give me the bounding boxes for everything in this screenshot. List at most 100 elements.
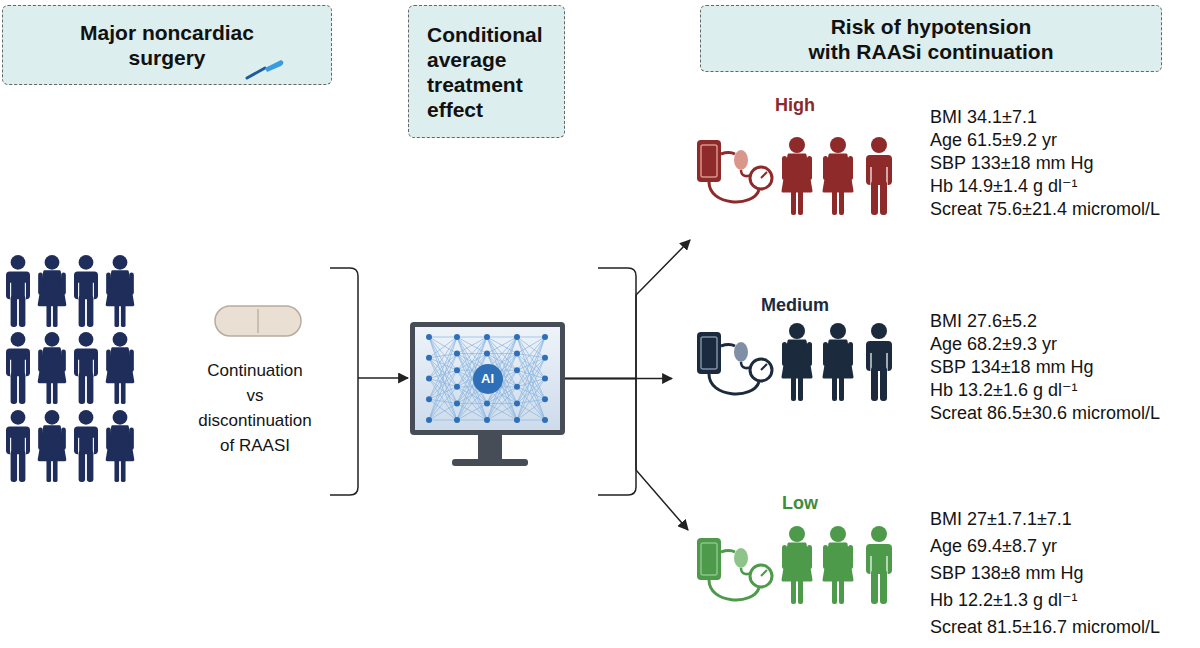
patient-statistic: Screat 81.5±16.7 micromol/L — [930, 616, 1160, 638]
patient-group — [782, 137, 892, 215]
patient-statistic: Age 61.5±9.2 yr — [930, 129, 1057, 151]
network-link — [487, 370, 517, 387]
person-head — [45, 255, 60, 270]
network-link — [429, 337, 457, 338]
scalpel-handle — [247, 68, 265, 78]
network-node — [542, 334, 548, 340]
network-link — [487, 337, 517, 403]
bp-cuff — [697, 332, 721, 374]
person-arm-gap — [25, 283, 26, 300]
network-link — [429, 403, 457, 420]
risk-level-heading: Low — [740, 492, 860, 514]
network-link — [517, 379, 545, 421]
network-link — [429, 354, 457, 420]
network-link — [429, 337, 457, 420]
bp-cuff — [697, 538, 721, 580]
left-bracket — [330, 268, 358, 495]
network-link — [487, 403, 517, 420]
person-dress — [107, 427, 133, 460]
bp-gauge — [750, 167, 772, 189]
bp-bulb — [734, 548, 748, 568]
network-link — [429, 337, 457, 379]
person-head — [871, 526, 887, 542]
person-arm-gap — [78, 438, 79, 455]
network-link — [517, 403, 545, 420]
monitor-base — [452, 459, 528, 466]
person-leg — [839, 189, 844, 215]
network-node — [514, 367, 520, 373]
network-node — [484, 384, 490, 390]
person-icon — [6, 410, 30, 482]
person-icon — [106, 410, 134, 482]
patient-statistic: Age 68.2±9.3 yr — [930, 333, 1057, 355]
person-arm-gap — [10, 360, 11, 377]
bp-cuff-band — [701, 543, 717, 575]
person-head — [11, 410, 26, 425]
person-dress — [107, 272, 133, 305]
person-leg — [53, 380, 58, 404]
person-arm-gap — [93, 283, 94, 300]
person-leg — [798, 189, 803, 215]
patient-statistic: BMI 34.1±7.1 — [930, 106, 1037, 128]
scalpel-icon — [243, 58, 287, 82]
network-link — [429, 337, 457, 403]
person-leg — [46, 303, 51, 327]
network-node — [426, 417, 432, 423]
person-icon — [782, 526, 812, 604]
network-link — [457, 337, 487, 338]
network-link — [517, 420, 545, 421]
network-link — [487, 370, 517, 420]
network-node — [484, 400, 490, 406]
network-link — [487, 337, 517, 420]
network-link — [487, 337, 517, 387]
person-icon — [74, 410, 98, 482]
person-arm — [848, 156, 853, 180]
person-leg — [791, 189, 796, 215]
person-leg — [871, 367, 878, 401]
pill-score — [257, 309, 259, 333]
network-node — [484, 351, 490, 357]
person-head — [789, 323, 805, 339]
person-leg — [121, 380, 126, 404]
person-arm — [38, 273, 43, 295]
network-link — [487, 337, 517, 370]
person-arm-gap — [10, 283, 11, 300]
person-head — [113, 410, 128, 425]
patient-statistic: BMI 27.6±5.2 — [930, 310, 1037, 332]
network-link — [487, 370, 517, 387]
person-arm-gap — [93, 438, 94, 455]
network-node — [454, 367, 460, 373]
header-box: Risk of hypotension with RAASi continuat… — [700, 5, 1162, 72]
network-link — [517, 387, 545, 420]
person-icon — [38, 255, 66, 327]
network-link — [487, 420, 517, 421]
network-link — [457, 337, 487, 370]
person-torso — [866, 341, 892, 371]
network-node — [454, 400, 460, 406]
person-leg — [79, 451, 85, 482]
network-node — [514, 334, 520, 340]
person-arm — [807, 342, 812, 366]
person-leg — [19, 373, 25, 404]
network-node — [426, 334, 432, 340]
person-leg — [19, 451, 25, 482]
bp-cuff-band — [701, 145, 717, 177]
network-node — [426, 376, 432, 382]
bp-gauge — [750, 565, 772, 587]
person-leg — [798, 375, 803, 401]
person-dress — [824, 544, 852, 580]
network-node — [426, 396, 432, 402]
network-link — [517, 358, 545, 404]
bp-needle — [761, 364, 767, 370]
person-icon — [866, 526, 892, 604]
header-text: Risk of hypotension with RAASi continuat… — [781, 14, 1081, 64]
person-icon — [823, 526, 853, 604]
person-dress — [783, 155, 811, 191]
person-dress — [39, 349, 65, 382]
network-link — [457, 387, 487, 420]
network-link — [429, 370, 457, 420]
person-arm-gap — [886, 167, 887, 185]
network-link — [429, 337, 457, 354]
blood-pressure-icon — [697, 538, 772, 600]
person-leg — [11, 451, 17, 482]
